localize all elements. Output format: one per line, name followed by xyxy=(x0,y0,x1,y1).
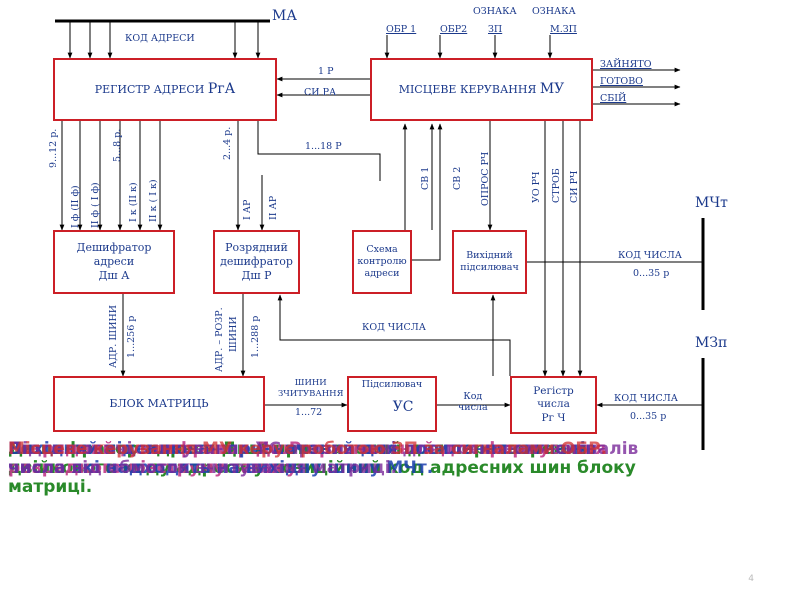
r1-signal: 1 Р xyxy=(318,66,334,77)
bits-1-256-label: 1...256 р xyxy=(126,315,137,358)
si-ra-signal: СИ РА xyxy=(304,87,337,98)
addr-bit-label: АДР. – РОЗР. xyxy=(214,307,225,372)
kod-adresy-label: КОД АДРЕСИ xyxy=(125,33,195,44)
zp-label: ЗП xyxy=(488,24,503,35)
bits-9-12-label: 9...12 р. xyxy=(48,128,59,168)
bits-1-72-label: 1...72 xyxy=(295,407,323,418)
bits-0-35-in-label: 0...35 р xyxy=(630,411,667,422)
address-decoder-block: Дешифратор адреси Дш А xyxy=(53,230,175,294)
local-control-abbr: МУ xyxy=(539,80,565,97)
ar2-label: ІІ АР xyxy=(268,195,279,220)
kod-chysla-out-label: КОД ЧИСЛА xyxy=(618,250,682,261)
number-register-block: Регістр числа Рг Ч xyxy=(510,376,597,434)
kod-chysla-small-label: Код числа xyxy=(458,391,488,413)
oznaka-mzp-label: ОЗНАКА xyxy=(532,6,576,17)
sv2-label: СВ 2 xyxy=(452,166,463,190)
mcht-label: МЧт xyxy=(695,195,728,211)
kod-chysla-in-label: КОД ЧИСЛА xyxy=(614,393,678,404)
bits-1-288-label: 1...288 р xyxy=(250,315,261,358)
local-control-block: МІСЦЕВЕ КЕРУВАННЯ МУ xyxy=(370,58,593,121)
sense-amplifier-label: Підсилювач xyxy=(361,379,423,390)
sense-amplifier-abbr: УС xyxy=(392,398,414,415)
caption-text-1: Дешифратор адреси ДшА призначений для пе… xyxy=(8,439,636,497)
phase1-label: І ф (ІІ ф) xyxy=(70,185,81,228)
caption-text-4: Підсилювачі зчитування УС призначені для… xyxy=(8,439,639,478)
address-check-block: Схема контролю адреси xyxy=(352,230,412,294)
opros-label: ОПРОС РЧ xyxy=(480,151,491,206)
ready-signal: ГОТОВО xyxy=(600,76,643,87)
fault-signal: СБІЙ xyxy=(600,93,627,104)
matrix-block: БЛОК МАТРИЦЬ xyxy=(53,376,265,432)
caption-text-3: Вихідний підсилювач призначений для поси… xyxy=(8,439,597,478)
si-rch-label: СИ РЧ xyxy=(569,170,580,203)
cycle1-label: І к (ІІ к) xyxy=(128,182,139,222)
mzp-top-label: М.ЗП xyxy=(550,24,577,35)
addr-lines-label: АДР. ШИНИ xyxy=(108,304,119,368)
bit-decoder-block: Розрядний дешифратор Дш Р xyxy=(213,230,300,294)
lines-label: ШИНИ xyxy=(228,316,239,352)
caption-text-5: Місцеве керування МУ керує роботою ЗП за… xyxy=(8,439,608,459)
sv1-label: СВ 1 xyxy=(420,166,431,190)
bits-0-35-out-label: 0...35 р xyxy=(633,268,670,279)
bits-1-18-label: 1...18 Р xyxy=(305,141,342,152)
output-amplifier-block: Вихідний підсилювач xyxy=(452,230,527,294)
oznaka-zp-label: ОЗНАКА xyxy=(473,6,517,17)
ar1-label: І АР xyxy=(242,199,253,220)
register-address-label: РЕГИСТР АДРЕСИ xyxy=(94,82,205,96)
obr1-label: ОБР 1 xyxy=(386,24,417,35)
ma-bus-label: МА xyxy=(272,8,297,24)
bits-2-4-label: 2...4 р. xyxy=(222,126,233,160)
strob-label: СТРОБ xyxy=(551,168,562,203)
obr2-label: ОБР2 xyxy=(440,24,468,35)
local-control-label: МІСЦЕВЕ КЕРУВАННЯ xyxy=(398,82,537,96)
caption-text-2: Розрядний дешифратор ДшР призначений для… xyxy=(8,439,607,478)
kod-chysla-mid-label: КОД ЧИСЛА xyxy=(362,322,426,333)
sense-amplifier-block: Підсилювач УС xyxy=(347,376,437,432)
mzp-label: МЗп xyxy=(695,335,728,351)
caption-overlay: Дешифратор адреси ДшА призначений для пе… xyxy=(8,440,788,570)
busy-signal: ЗАЙНЯТО xyxy=(600,59,652,70)
page-number: 4 xyxy=(748,574,754,584)
phase2-label: ІІ ф ( І ф) xyxy=(90,182,101,228)
cycle2-label: ІІ к ( І к) xyxy=(148,179,159,222)
read-lines-label: ШИНИ ЗЧИТУВАННЯ xyxy=(278,378,344,399)
register-address-abbr: РгА xyxy=(207,80,236,97)
uo-label: УО РЧ xyxy=(531,171,542,203)
register-address-block: РЕГИСТР АДРЕСИ РгА xyxy=(53,58,277,121)
bits-5-8-label: 5...8 р. xyxy=(112,128,123,162)
